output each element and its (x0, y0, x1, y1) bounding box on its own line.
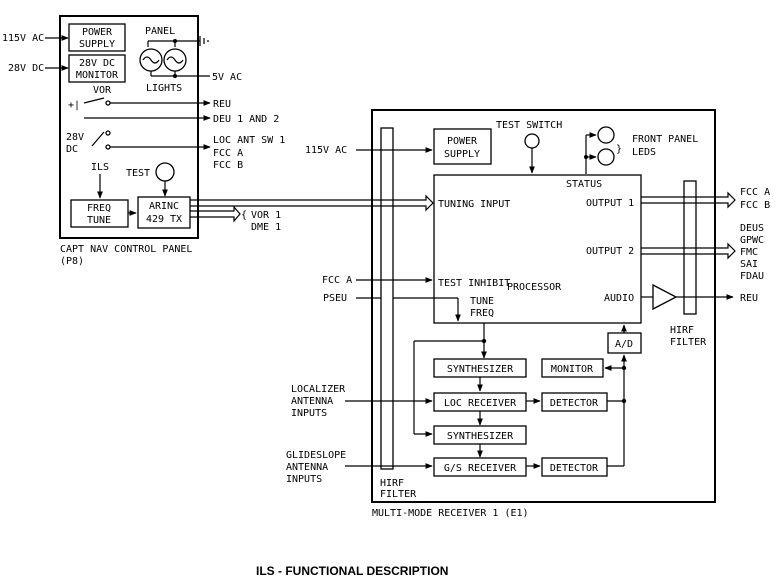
cp-test-label: TEST (126, 168, 150, 179)
cp-dc-monitor-box (68, 54, 126, 83)
hirf-right-label-1: HIRF (670, 325, 694, 336)
receiver-frame (371, 109, 716, 503)
processor-box (433, 174, 642, 324)
cp-freq-tune-label-2: TUNE (87, 215, 111, 226)
rx-out2-fdau: FDAU (740, 271, 764, 282)
receiver-name: MULTI-MODE RECEIVER 1 (E1) (372, 508, 529, 519)
multi-mode-receiver: MULTI-MODE RECEIVER 1 (E1) HIRF FILTER H… (190, 109, 770, 519)
gs-receiver-box (433, 457, 527, 477)
rx-gs-receiver-label: G/S RECEIVER (444, 463, 517, 474)
rx-output1-label: OUTPUT 1 (586, 198, 634, 209)
rx-input-fcc-a: FCC A (322, 275, 352, 286)
rx-test-switch-label: TEST SWITCH (496, 120, 562, 131)
cp-power-supply-box (68, 23, 126, 52)
rx-detector1-label: DETECTOR (550, 398, 599, 409)
cp-output-loc-ant: LOC ANT SW 1 (213, 135, 285, 146)
rx-ad-label: A/D (615, 339, 633, 350)
cp-lights-label: LIGHTS (146, 83, 182, 94)
monitor-box (541, 358, 604, 378)
rx-power-supply-box (433, 128, 492, 165)
svg-text:}: } (616, 144, 622, 155)
cp-output-dme1: DME 1 (251, 222, 281, 233)
rx-loc-receiver-label: LOC RECEIVER (444, 398, 517, 409)
rx-front-panel-leds-2: LEDS (632, 147, 656, 158)
rx-glideslope-1: GLIDESLOPE (286, 450, 346, 461)
rx-monitor-label: MONITOR (551, 364, 594, 375)
cp-output-5vac: 5V AC (212, 72, 242, 83)
hirf-left-label-2: FILTER (380, 489, 417, 500)
rx-localizer-1: LOCALIZER (291, 384, 346, 395)
cp-ils-label: ILS (91, 162, 109, 173)
rx-tune-freq-label-2: FREQ (470, 308, 494, 319)
rx-localizer-2: ANTENNA (291, 396, 333, 407)
test-button-icon (155, 162, 175, 182)
hirf-right-label-2: FILTER (670, 337, 707, 348)
cp-dc-monitor-label-2: MONITOR (76, 70, 119, 81)
ils-switch-icon (91, 131, 105, 147)
cp-dc-label: DC (66, 144, 78, 155)
rx-out2-deus: DEUS (740, 223, 764, 234)
rx-input-115vac: 115V AC (305, 145, 347, 156)
cp-output-reu: REU (213, 99, 231, 110)
rx-audio-reu: REU (740, 293, 758, 304)
cp-ref: (P8) (60, 256, 84, 267)
rx-processor-label: PROCESSOR (507, 282, 562, 293)
cp-output-fcc-b: FCC B (213, 160, 243, 171)
rx-synth1-label: SYNTHESIZER (447, 364, 514, 375)
cp-output-deu: DEU 1 AND 2 (213, 114, 279, 125)
front-panel-led-1-icon (597, 126, 615, 144)
rx-out2-gpwc: GPWC (740, 235, 764, 246)
rx-out1-fcc-a: FCC A (740, 187, 770, 198)
rx-localizer-3: INPUTS (291, 408, 327, 419)
rx-out2-sai: SAI (740, 259, 758, 270)
cp-power-supply-label-2: SUPPLY (79, 39, 115, 50)
cp-vor-label: VOR (93, 85, 112, 96)
rx-output2-label: OUTPUT 2 (586, 246, 634, 257)
rx-detector2-label: DETECTOR (550, 463, 599, 474)
rx-status-label: STATUS (566, 179, 602, 190)
cp-input-28vdc: 28V DC (8, 63, 44, 74)
rx-glideslope-2: ANTENNA (286, 462, 328, 473)
rx-test-inhibit-label: TEST INHIBIT (438, 278, 510, 289)
control-panel: 115V AC 28V DC POWER SUPPLY 28V DC MONIT… (2, 15, 285, 267)
vor-switch-icon (83, 97, 105, 104)
cp-panel-label: PANEL (145, 26, 175, 37)
cp-input-115vac: 115V AC (2, 33, 44, 44)
cp-output-vor1: VOR 1 (251, 210, 281, 221)
rx-front-panel-leds-1: FRONT PANEL (632, 134, 698, 145)
rx-audio-label: AUDIO (604, 293, 634, 304)
cp-arinc-label-1: ARINC (149, 201, 179, 212)
cp-power-supply-label-1: POWER (82, 27, 113, 38)
cp-freq-tune-label-1: FREQ (87, 203, 111, 214)
rx-out2-fmc: FMC (740, 247, 758, 258)
audio-amplifier-icon (652, 283, 678, 311)
rx-input-pseu: PSEU (323, 293, 347, 304)
rx-tune-freq-label-1: TUNE (470, 296, 494, 307)
hirf-filter-left (380, 127, 394, 470)
front-panel-led-2-icon (597, 148, 615, 166)
rx-power-supply-label-1: POWER (447, 136, 478, 147)
svg-text:{: { (241, 210, 247, 221)
test-switch-icon (524, 133, 540, 149)
cp-dc-monitor-label-1: 28V DC (79, 58, 115, 69)
cp-arinc-box (137, 196, 191, 229)
detector-1-box (541, 392, 608, 412)
cp-output-fcc-a: FCC A (213, 148, 243, 159)
rx-tuning-input-label: TUNING INPUT (438, 199, 510, 210)
hirf-left-label-1: HIRF (380, 478, 404, 489)
rx-out1-fcc-b: FCC B (740, 200, 770, 211)
cp-arinc-label-2: 429 TX (146, 214, 182, 225)
rx-power-supply-label-2: SUPPLY (444, 149, 480, 160)
cp-name: CAPT NAV CONTROL PANEL (60, 244, 192, 255)
diagram-caption: ILS - FUNCTIONAL DESCRIPTION (256, 564, 448, 578)
cp-28v-label: 28V (66, 132, 84, 143)
control-panel-frame (59, 15, 199, 239)
rx-synth2-label: SYNTHESIZER (447, 431, 514, 442)
rx-glideslope-3: INPUTS (286, 474, 322, 485)
svg-text:+|: +| (68, 100, 80, 111)
detector-2-box (541, 457, 608, 477)
